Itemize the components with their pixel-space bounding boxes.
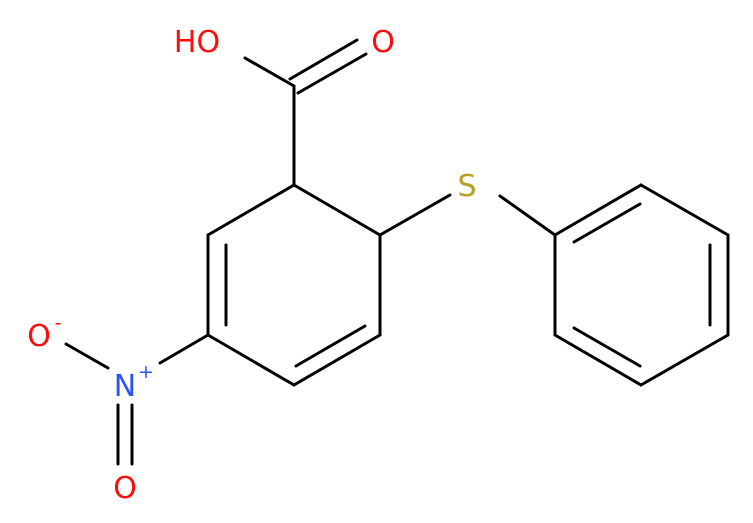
nitro-oxygen-1-label: O	[27, 319, 51, 354]
bond-carbonyl-b	[296, 52, 368, 95]
bond-c1-c2	[292, 183, 382, 237]
bond-p5-p6-inner	[572, 326, 642, 368]
bond-p1-p2-inner	[572, 202, 642, 244]
bonds	[64, 38, 730, 466]
bond-p4-p5	[639, 333, 730, 387]
hydroxyl-label: HO	[174, 25, 220, 60]
nitrogen-charge: +	[138, 361, 154, 383]
bond-sulfur-phenyl	[498, 194, 557, 237]
bond-c4-c5	[206, 333, 296, 387]
carbonyl-oxygen-label: O	[371, 25, 395, 60]
nitro-oxygen-1-charge: -	[55, 312, 62, 334]
bond-c3-c4	[292, 333, 382, 387]
bond-c5-nitrogen	[158, 333, 210, 365]
atom-labels: HO O S O - N + O	[27, 25, 476, 506]
nitrogen-label: N	[114, 369, 136, 404]
bond-c6-c1	[206, 183, 296, 237]
bond-carbonyl-a	[288, 38, 359, 81]
bond-c3-c4-inner	[294, 324, 367, 368]
nitro-oxygen-2-label: O	[113, 471, 137, 506]
bond-carboxyl-oh	[243, 56, 296, 88]
sulfur-label: S	[457, 169, 476, 204]
bond-p1-p2	[553, 183, 643, 237]
bond-c2-sulfur	[378, 193, 452, 237]
bond-nitrogen-o1	[64, 342, 110, 370]
bond-p5-p6	[553, 333, 643, 387]
bond-p2-p3	[639, 183, 730, 237]
